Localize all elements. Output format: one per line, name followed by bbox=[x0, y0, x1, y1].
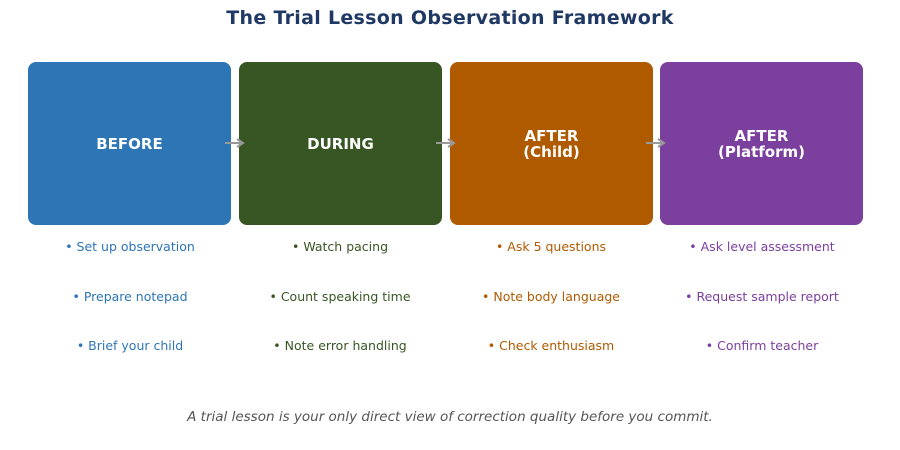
stage-before-box: BEFORE bbox=[28, 62, 231, 225]
arrow-icon bbox=[436, 138, 456, 148]
during-item: • Watch pacing bbox=[291, 239, 389, 254]
after-child-item: • Ask 5 questions bbox=[495, 239, 607, 254]
stage-after-platform-box: AFTER (Platform) bbox=[660, 62, 863, 225]
after-platform-item: • Ask level assessment bbox=[689, 239, 835, 254]
before-item: • Set up observation bbox=[65, 239, 195, 254]
after-platform-item: • Confirm teacher bbox=[705, 338, 819, 353]
after-platform-item: • Request sample report bbox=[685, 289, 839, 304]
during-item: • Note error handling bbox=[273, 338, 407, 353]
stage-after-child-box: AFTER (Child) bbox=[450, 62, 653, 225]
diagram-title: The Trial Lesson Observation Framework bbox=[226, 7, 674, 29]
before-item: • Prepare notepad bbox=[72, 289, 188, 304]
before-item: • Brief your child bbox=[76, 338, 184, 353]
after-child-item: • Note body language bbox=[482, 289, 620, 304]
during-item: • Count speaking time bbox=[269, 289, 411, 304]
footer-note: A trial lesson is your only direct view … bbox=[187, 409, 713, 425]
arrow-icon bbox=[646, 138, 666, 148]
arrow-icon bbox=[225, 138, 245, 148]
after-child-item: • Check enthusiasm bbox=[487, 338, 615, 353]
stage-during-box: DURING bbox=[239, 62, 442, 225]
